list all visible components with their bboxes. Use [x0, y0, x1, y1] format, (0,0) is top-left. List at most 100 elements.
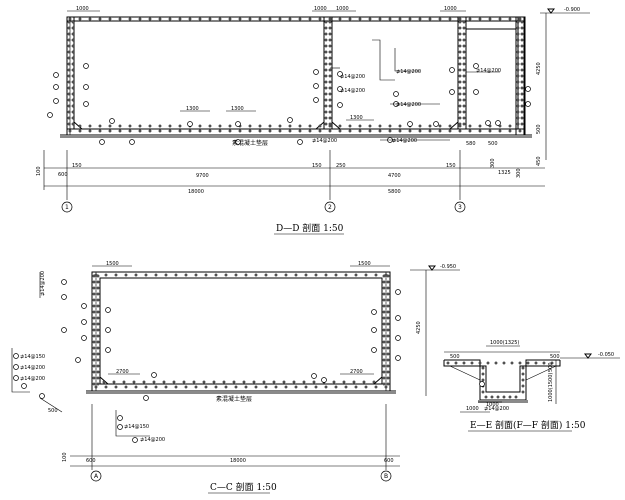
rebar-dot [78, 124, 82, 128]
rebar-dot [328, 116, 332, 120]
rebar-dot [386, 280, 390, 284]
rebar-dot [344, 385, 348, 389]
rebar-dot [386, 364, 390, 368]
cc-callout-4: ⊉14@200 [20, 376, 45, 382]
rebar-dot [324, 38, 328, 42]
cc-right-dims: 4250 [416, 270, 427, 396]
rebar-dot [234, 273, 238, 277]
rebar-dot [368, 17, 372, 21]
ee-callout-1: ⊉14@200 [484, 406, 509, 412]
rebar-dot [518, 17, 522, 21]
rebar-dot [96, 292, 100, 296]
dd-top-dim-2: 1000 [314, 6, 327, 12]
rebar-dot [382, 292, 386, 296]
rebar-dot [338, 124, 342, 128]
cc-top-dims: 1500 1500 [92, 261, 390, 267]
rebar-dot [516, 110, 520, 114]
rebar-dot [382, 340, 386, 344]
cc-bot1-1: 600 [384, 458, 394, 464]
rebar-dot [92, 352, 96, 356]
section-dd: ⊉14@200 ⊉14@200 ⊉14@200 ⊉14@200 ⊉14@200 … [36, 6, 590, 235]
rebar-dot [284, 385, 288, 389]
rebar-dot [458, 92, 462, 96]
rebar-dot [294, 273, 298, 277]
rebar-dot [318, 129, 322, 133]
rebar-dot [138, 129, 142, 133]
rebar-dot [348, 17, 352, 21]
dd-bot1-4: 250 [336, 163, 346, 169]
rebar-dot [398, 17, 402, 21]
rebar-dot [484, 395, 488, 399]
rebar-dot [520, 32, 524, 36]
rebar-dot [516, 104, 520, 108]
dd-right-dims: 4250 500 450 [536, 13, 547, 166]
rebar-dot [67, 50, 71, 54]
rebar-dot [98, 124, 102, 128]
rebar-dot [92, 334, 96, 338]
cc-callout-2: ⊉14@150 [20, 354, 45, 360]
rebar-dot [458, 116, 462, 120]
rebar-dot [67, 56, 71, 60]
rebar-dot [328, 98, 332, 102]
rebar-dot [358, 124, 362, 128]
rebar-dot [168, 124, 172, 128]
ee-top-dim-1: 500 [450, 354, 460, 360]
ee-bottom-dims: 1000 1000 [460, 401, 502, 413]
rebar-dot [96, 346, 100, 350]
rebar-dot [112, 380, 116, 384]
rebar-dot [324, 26, 328, 30]
ee-bottom-dim-1: 1000 [466, 406, 479, 412]
rebar-dot [324, 273, 328, 277]
rebar-dot [164, 385, 168, 389]
rebar-dot [458, 26, 462, 30]
rebar-dot [142, 380, 146, 384]
rebar-dot [328, 74, 332, 78]
rebar-dot [96, 322, 100, 326]
rebar-dot [496, 395, 500, 399]
rebar-dot [478, 361, 482, 365]
rebar-dot [468, 129, 472, 133]
rebar-dot [386, 352, 390, 356]
rebar-dot [386, 316, 390, 320]
rebar-dot [458, 38, 462, 42]
dd-elevation-marker: -0.900 [540, 7, 590, 14]
rebar-dot [214, 385, 218, 389]
rebar-dot [71, 122, 75, 126]
rebar-dot [324, 44, 328, 48]
rebar-dot [518, 361, 522, 365]
rebar-dot [262, 380, 266, 384]
rebar-dot [324, 122, 328, 126]
rebar-dot [264, 385, 268, 389]
rebar-dot [516, 26, 520, 30]
rebar-dot [324, 98, 328, 102]
dd-callout-1: ⊉14@200 [396, 69, 421, 75]
rebar-dot [386, 346, 390, 350]
rebar-dot [382, 298, 386, 302]
rebar-dot [324, 74, 328, 78]
rebar-dot [454, 361, 458, 365]
rebar-dot [462, 116, 466, 120]
rebar-dot [318, 124, 322, 128]
rebar-dot [244, 385, 248, 389]
rebar-dot [398, 124, 402, 128]
rebar-dot [514, 395, 518, 399]
cc-callout-6: ⊉14@200 [140, 437, 165, 443]
rebar-dot [288, 17, 292, 21]
rebar-dot [374, 385, 378, 389]
rebar-dot [328, 32, 332, 36]
rebar-dot [516, 98, 520, 102]
cc-axis-b: B [384, 473, 388, 480]
rebar-dot [222, 380, 226, 384]
rebar-dot [386, 382, 390, 386]
rebar-dot [178, 124, 182, 128]
rebar-dot [67, 74, 71, 78]
rebar-dot [362, 380, 366, 384]
rebar-dot [228, 17, 232, 21]
rebar-dot [308, 124, 312, 128]
rebar-dot [462, 20, 466, 24]
rebar-dot [458, 56, 462, 60]
rebar-dot [92, 310, 96, 314]
rebar-dot [96, 340, 100, 344]
rebar-dot [521, 372, 525, 376]
ee-elev-text: -0.050 [598, 352, 614, 358]
